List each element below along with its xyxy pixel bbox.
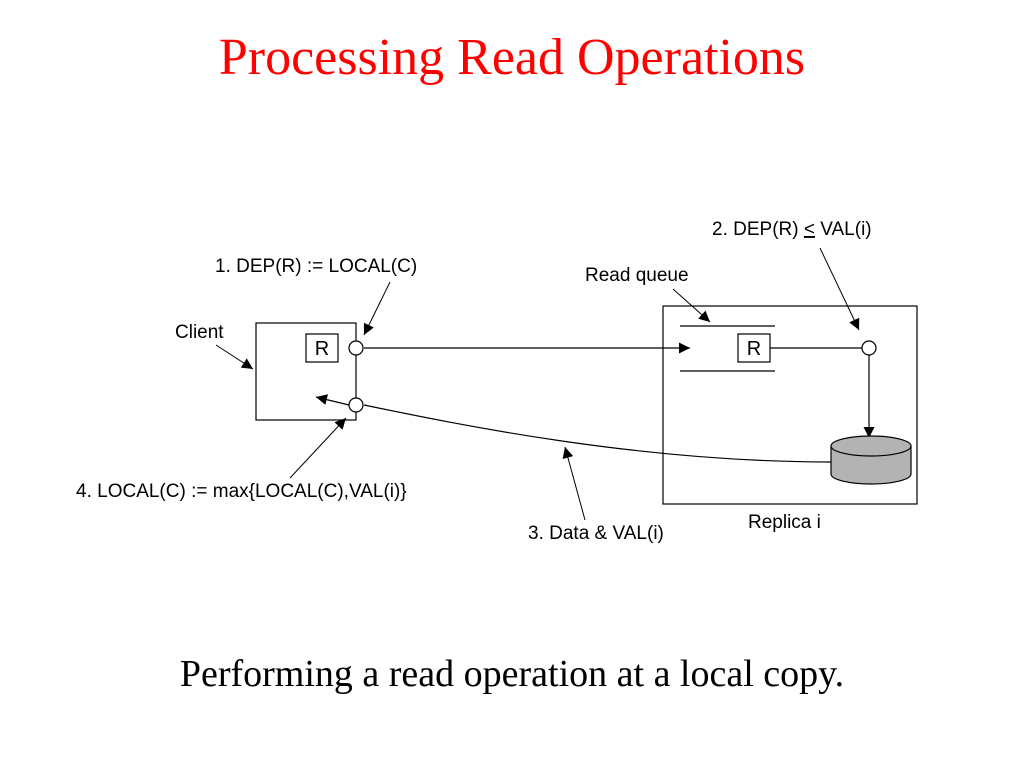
- client-request-label: R: [315, 338, 329, 360]
- storage-cylinder-body: [830, 446, 912, 485]
- read-queue-pointer: [672, 288, 711, 323]
- client-label: Client: [175, 322, 224, 343]
- replica-label: Replica i: [748, 512, 821, 533]
- step4-label: 4. LOCAL(C) := max{LOCAL(C),VAL(i)}: [76, 481, 407, 502]
- step2-pointer: [819, 247, 860, 331]
- step2-symbol: <: [804, 219, 815, 240]
- slide-caption: Performing a read operation at a local c…: [179, 653, 845, 695]
- replica-request-label: R: [747, 338, 761, 360]
- read-queue-label: Read queue: [585, 265, 689, 286]
- slide-title: Processing Read Operations: [218, 29, 806, 86]
- client-label-pointer: [215, 344, 254, 370]
- client-reply-port: [348, 397, 364, 413]
- step2-prefix: 2. DEP(R): [712, 219, 804, 240]
- reply-arrow: [315, 394, 350, 406]
- step4-pointer: [289, 417, 347, 479]
- step3-pointer: [562, 446, 586, 521]
- reply-curve: [363, 404, 832, 463]
- client-request-port: [348, 340, 364, 356]
- replica-port: [861, 340, 877, 356]
- step3-label: 3. Data & VAL(i): [528, 523, 664, 544]
- client-request-box: [305, 333, 339, 363]
- step1-label: 1. DEP(R) := LOCAL(C): [215, 256, 417, 277]
- step2-suffix: VAL(i): [815, 219, 872, 240]
- step2-label: 2. DEP(R) < VAL(i): [712, 219, 872, 240]
- step1-pointer: [363, 281, 391, 336]
- storage-cylinder-top: [830, 435, 912, 457]
